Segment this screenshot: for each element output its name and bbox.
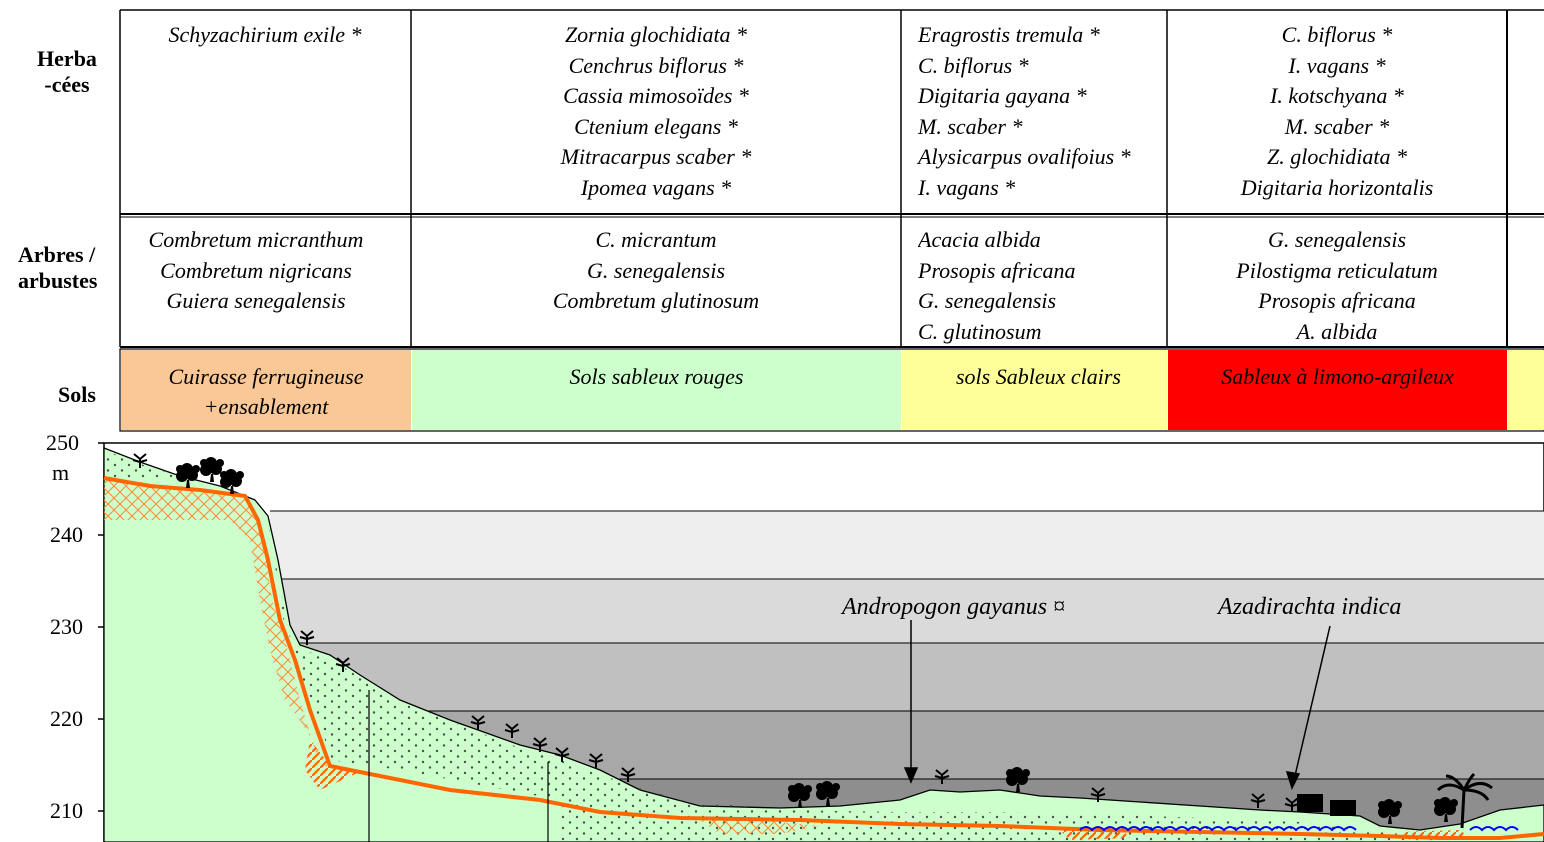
arbres-2-line-2: G. senegalensis (586, 257, 726, 283)
arbres-3-line-2: Prosopis africana (918, 257, 1076, 283)
row-label-arbres-line1: Arbres / (18, 242, 96, 267)
arbres-col-4: G. senegalensis Pilostigma reticulatum P… (1168, 219, 1506, 346)
soil-sableux-rouges: Sols sableux rouges (412, 350, 901, 430)
arbres-3-line-4: C. glutinosum (918, 318, 1042, 344)
soil-sableux-clairs: sols Sableux clairs (902, 350, 1167, 430)
herbacees-2-line-6: Ipomea vagans * (580, 174, 732, 200)
soil-sableux-rouges-text: Sols sableux rouges (569, 364, 744, 389)
herbacees-3-line-2: C. biflorus * (918, 52, 1029, 78)
arbres-3-line-3: G. senegalensis (918, 288, 1057, 313)
row-label-herbacees-line1: Herba (37, 46, 97, 71)
herbacees-2-line-5: Mitracarpus scaber * (560, 144, 752, 169)
row-label-sols: Sols (58, 382, 96, 408)
herbacees-4-line-3: I. kotschyana * (1270, 83, 1404, 108)
herbacees-2-line-1: Zornia glochidiata * (564, 22, 748, 47)
vegetation-table-lines (119, 9, 1544, 348)
row-label-herbacees: Herba -cées (22, 46, 112, 98)
herbacees-4-line-2: I. vagans * (1288, 52, 1386, 78)
row-label-herbacees-line2: -cées (44, 72, 90, 97)
herbacees-4-line-4: M. scaber * (1284, 113, 1390, 139)
arbres-col-1: Combretum micranthum Combretum nigricans… (121, 219, 391, 346)
herbacees-3-line-4: M. scaber * (918, 113, 1023, 139)
herbacees-2-line-3: Cassia mimosoïdes * (563, 83, 749, 108)
herbacees-3-line-6: I. vagans * (918, 174, 1016, 200)
arbres-3-line-1: Acacia albida (918, 227, 1041, 252)
y-unit: m (52, 460, 70, 485)
y-tick-220: 220 (50, 706, 83, 731)
arbres-1-line-3: Guiera senegalensis (166, 288, 346, 313)
soil-sableux-clairs-text: sols Sableux clairs (956, 364, 1121, 389)
herbacees-col-4: C. biflorus * I. vagans * I. kotschyana … (1168, 14, 1506, 212)
callout-andropogon: Andropogon gayanus ¤ (842, 594, 1066, 620)
arbres-1-line-2: Combretum nigricans (160, 257, 352, 283)
arbres-1-line-1: Combretum micranthum (148, 227, 364, 252)
herbacees-col-3: Eragrostis tremula * C. biflorus * Digit… (918, 14, 1180, 212)
arbres-2-line-3: Combretum glutinosum (552, 288, 760, 313)
herbacees-col-1: Schyzachirium exile * (121, 14, 409, 212)
row-label-sols-text: Sols (58, 382, 96, 407)
arbres-col-3: Acacia albida Prosopis africana G. seneg… (918, 219, 1166, 346)
y-tick-240: 240 (50, 522, 83, 547)
herbacees-1-line-1: Schyzachirium exile * (168, 22, 362, 47)
arbres-4-line-1: G. senegalensis (1267, 227, 1407, 252)
herbacees-4-line-6: Digitaria horizontalis (1240, 174, 1434, 200)
arbres-4-line-3: Prosopis africana (1258, 288, 1416, 313)
soil-limono-argileux-text: Sableux à limono-argileux (1221, 364, 1454, 389)
row-label-arbres-line2: arbustes (18, 268, 98, 293)
arbres-4-line-2: Pilostigma reticulatum (1236, 257, 1438, 283)
house-icons (1297, 794, 1356, 816)
herbacees-col-2: Zornia glochidiata * Cenchrus biflorus *… (412, 14, 900, 212)
arbres-col-2: C. micrantum G. senegalensis Combretum g… (412, 219, 900, 346)
herbacees-3-line-1: Eragrostis tremula * (918, 22, 1100, 47)
ground-profile (103, 447, 1544, 842)
callout-azadirachta: Azadirachta indica (1218, 594, 1402, 620)
herbacees-3-line-3: Digitaria gayana * (918, 83, 1087, 108)
y-axis-ticks (98, 442, 104, 812)
arbres-2-line-1: C. micrantum (595, 227, 717, 252)
y-tick-210: 210 (50, 798, 83, 823)
soil-band-borders (119, 348, 1544, 432)
soil-cuirasse-line-1: Cuirasse ferrugineuse (168, 364, 364, 389)
herbacees-4-line-5: Z. glochidiata * (1267, 144, 1407, 169)
y-tick-250: 250 (46, 430, 79, 455)
y-tick-230: 230 (50, 614, 83, 639)
soil-limono-argileux: Sableux à limono-argileux (1168, 350, 1507, 430)
callout-arrows (903, 620, 1331, 790)
row-label-arbres: Arbres / arbustes (18, 242, 120, 294)
soil-cuirasse: Cuirasse ferrugineuse +ensablement (121, 350, 411, 430)
arbres-4-line-4: A. albida (1296, 318, 1378, 344)
herbacees-2-line-2: Cenchrus biflorus * (568, 52, 744, 78)
soil-cuirasse-line-2: +ensablement (203, 394, 329, 419)
herbacees-4-line-1: C. biflorus * (1281, 22, 1393, 47)
herbacees-3-line-5: Alysicarpus ovalifoius * (918, 144, 1131, 169)
soil-last (1508, 350, 1544, 430)
herbacees-2-line-4: Ctenium elegans * (574, 113, 738, 139)
palm-tree-icon (1436, 772, 1493, 829)
